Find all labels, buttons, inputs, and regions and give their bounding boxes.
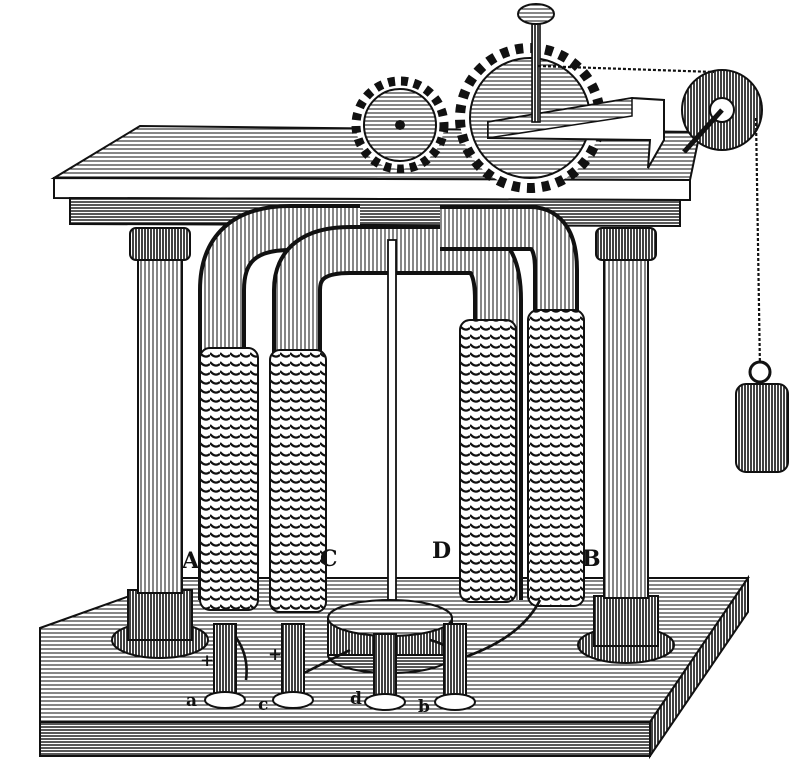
label-coil-d: D xyxy=(432,538,451,564)
hanging-cord xyxy=(754,117,762,371)
coil-c xyxy=(269,349,327,613)
polarity-plus-1: + xyxy=(200,651,214,671)
spindle-knob xyxy=(517,3,555,123)
pulley xyxy=(537,64,763,154)
coil-b xyxy=(527,309,585,607)
coil-a xyxy=(199,347,259,611)
label-terminal-d: d xyxy=(350,689,362,709)
small-gear xyxy=(351,76,449,174)
label-coil-b: B xyxy=(582,546,601,572)
polarity-plus-2: + xyxy=(268,645,282,665)
left-column xyxy=(111,227,209,659)
label-terminal-c: c xyxy=(258,695,268,715)
label-terminal-b: b xyxy=(418,697,430,717)
label-coil-c: C xyxy=(320,546,338,572)
hanging-weight xyxy=(735,360,789,473)
label-coil-a: A xyxy=(181,548,200,574)
horseshoe-magnet-left xyxy=(198,204,360,600)
vertical-shaft xyxy=(387,239,397,621)
right-column xyxy=(577,227,675,664)
binding-posts xyxy=(204,623,476,711)
label-terminal-a: a xyxy=(186,691,197,711)
horseshoe-magnet-right xyxy=(272,205,579,610)
coil-d xyxy=(459,319,517,603)
